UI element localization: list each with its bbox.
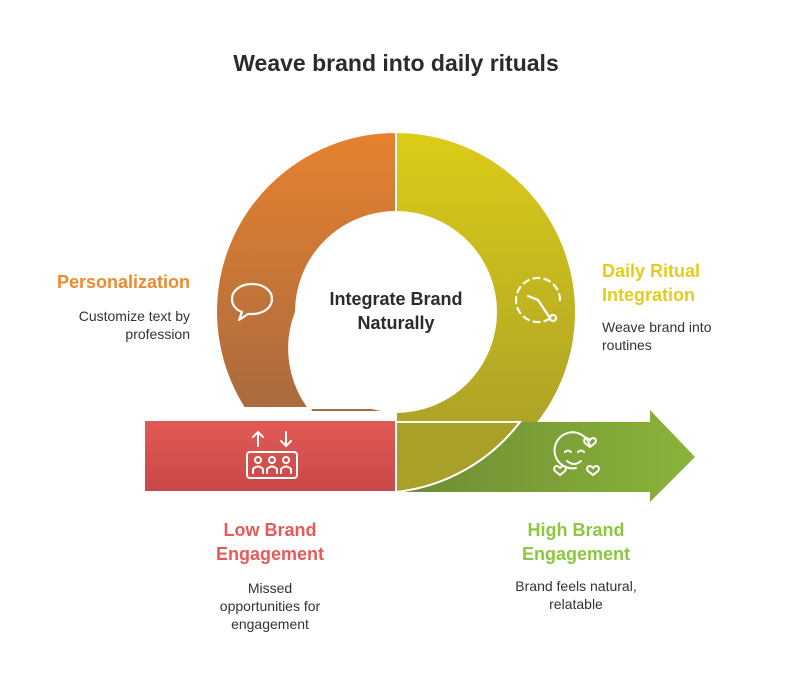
center-label-line2: Naturally (357, 313, 435, 333)
high-engagement-desc: Brand feels natural, relatable (476, 577, 676, 613)
center-label: Integrate Brand Naturally (296, 287, 496, 335)
personalization-desc-line2: profession (125, 326, 190, 342)
low-engagement-title: Low Brand Engagement (170, 518, 370, 566)
speech-bubble-icon (230, 282, 274, 322)
high-engagement-title-line2: Engagement (521, 544, 631, 564)
low-engagement-title-line1: Low Brand (223, 520, 317, 540)
low-engagement-title-line2: Engagement (215, 544, 325, 564)
daily-ritual-title-line1: Daily Ritual (602, 261, 701, 281)
low-engagement-desc-line3: engagement (231, 616, 309, 632)
high-engagement-title: High Brand Engagement (476, 518, 676, 566)
daily-ritual-ring-bottom (395, 421, 523, 494)
low-engagement-desc-line2: opportunities for (219, 598, 321, 614)
center-circle (296, 212, 496, 412)
personalization-title: Personalization (56, 272, 190, 292)
clock-icon (514, 276, 562, 324)
smiley-hearts-icon (553, 431, 600, 477)
daily-ritual-desc: Weave brand into routines (602, 318, 782, 354)
high-engagement-desc-line1: Brand feels natural, (515, 578, 637, 594)
daily-ritual-desc-line1: Weave brand into (602, 319, 712, 335)
high-engagement-title-line1: High Brand (527, 520, 625, 540)
people-exchange-icon (246, 430, 298, 479)
low-engagement-desc-line1: Missed (247, 580, 293, 596)
daily-ritual-title-line2: Integration (602, 285, 695, 305)
diagram-title: Weave brand into daily rituals (233, 50, 559, 76)
high-engagement-desc-line2: relatable (549, 596, 603, 612)
low-engagement-desc: Missed opportunities for engagement (170, 579, 370, 633)
personalization-desc-line1: Customize text by (78, 308, 190, 324)
daily-ritual-title: Daily Ritual Integration (602, 259, 782, 307)
center-label-line1: Integrate Brand (329, 289, 463, 309)
daily-ritual-desc-line2: routines (602, 337, 652, 353)
low-engagement-band (143, 419, 397, 493)
personalization-desc: Customize text by profession (20, 307, 190, 343)
